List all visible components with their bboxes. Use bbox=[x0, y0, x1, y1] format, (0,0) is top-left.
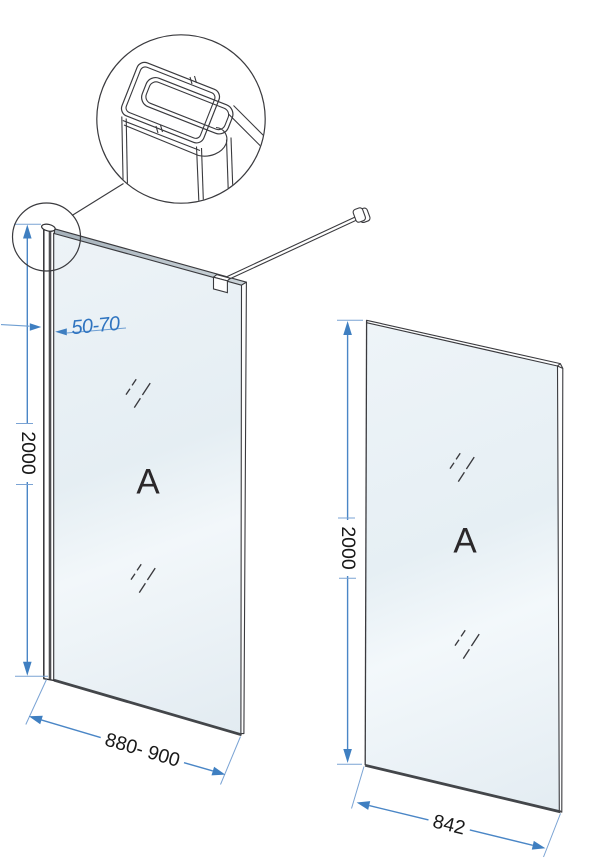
glass-bottom-edge-right bbox=[364, 763, 561, 814]
wall-profile-top-cap bbox=[41, 223, 56, 232]
panel-marker-right: A bbox=[453, 522, 477, 561]
glass-face-right bbox=[365, 322, 560, 811]
detail-circle bbox=[96, 34, 266, 204]
stabilizer-rod bbox=[227, 214, 361, 281]
dim-label-right-width: 842 bbox=[431, 810, 468, 839]
glass-left-edge-right bbox=[364, 320, 368, 766]
dim-profile-adjust: 50-70 bbox=[0, 313, 127, 340]
dim-left-height: 2000 bbox=[14, 223, 48, 677]
glass-bottom-edge bbox=[53, 678, 242, 737]
callout-leader-line bbox=[71, 183, 124, 216]
stabilizer-bar bbox=[212, 207, 371, 294]
dim-label-profile-adjust: 50-70 bbox=[70, 313, 121, 340]
glass-clamp bbox=[212, 276, 228, 294]
glass-right-edge bbox=[240, 281, 247, 735]
glass-face-left bbox=[54, 233, 242, 734]
dim-right-height: 2000 bbox=[337, 319, 363, 765]
glass-panel: A bbox=[364, 319, 564, 814]
wall-profile bbox=[41, 223, 56, 682]
dim-label-left-width: 880- 900 bbox=[102, 729, 182, 772]
glass-right-edge-right bbox=[556, 365, 564, 813]
dim-label-right-height: 2000 bbox=[337, 526, 359, 570]
callout-source-circle bbox=[11, 202, 82, 272]
wall-bracket bbox=[352, 207, 371, 224]
dim-label-left-height: 2000 bbox=[17, 431, 39, 475]
panel-marker-left: A bbox=[136, 463, 160, 502]
assembled-panel: A bbox=[41, 207, 371, 737]
